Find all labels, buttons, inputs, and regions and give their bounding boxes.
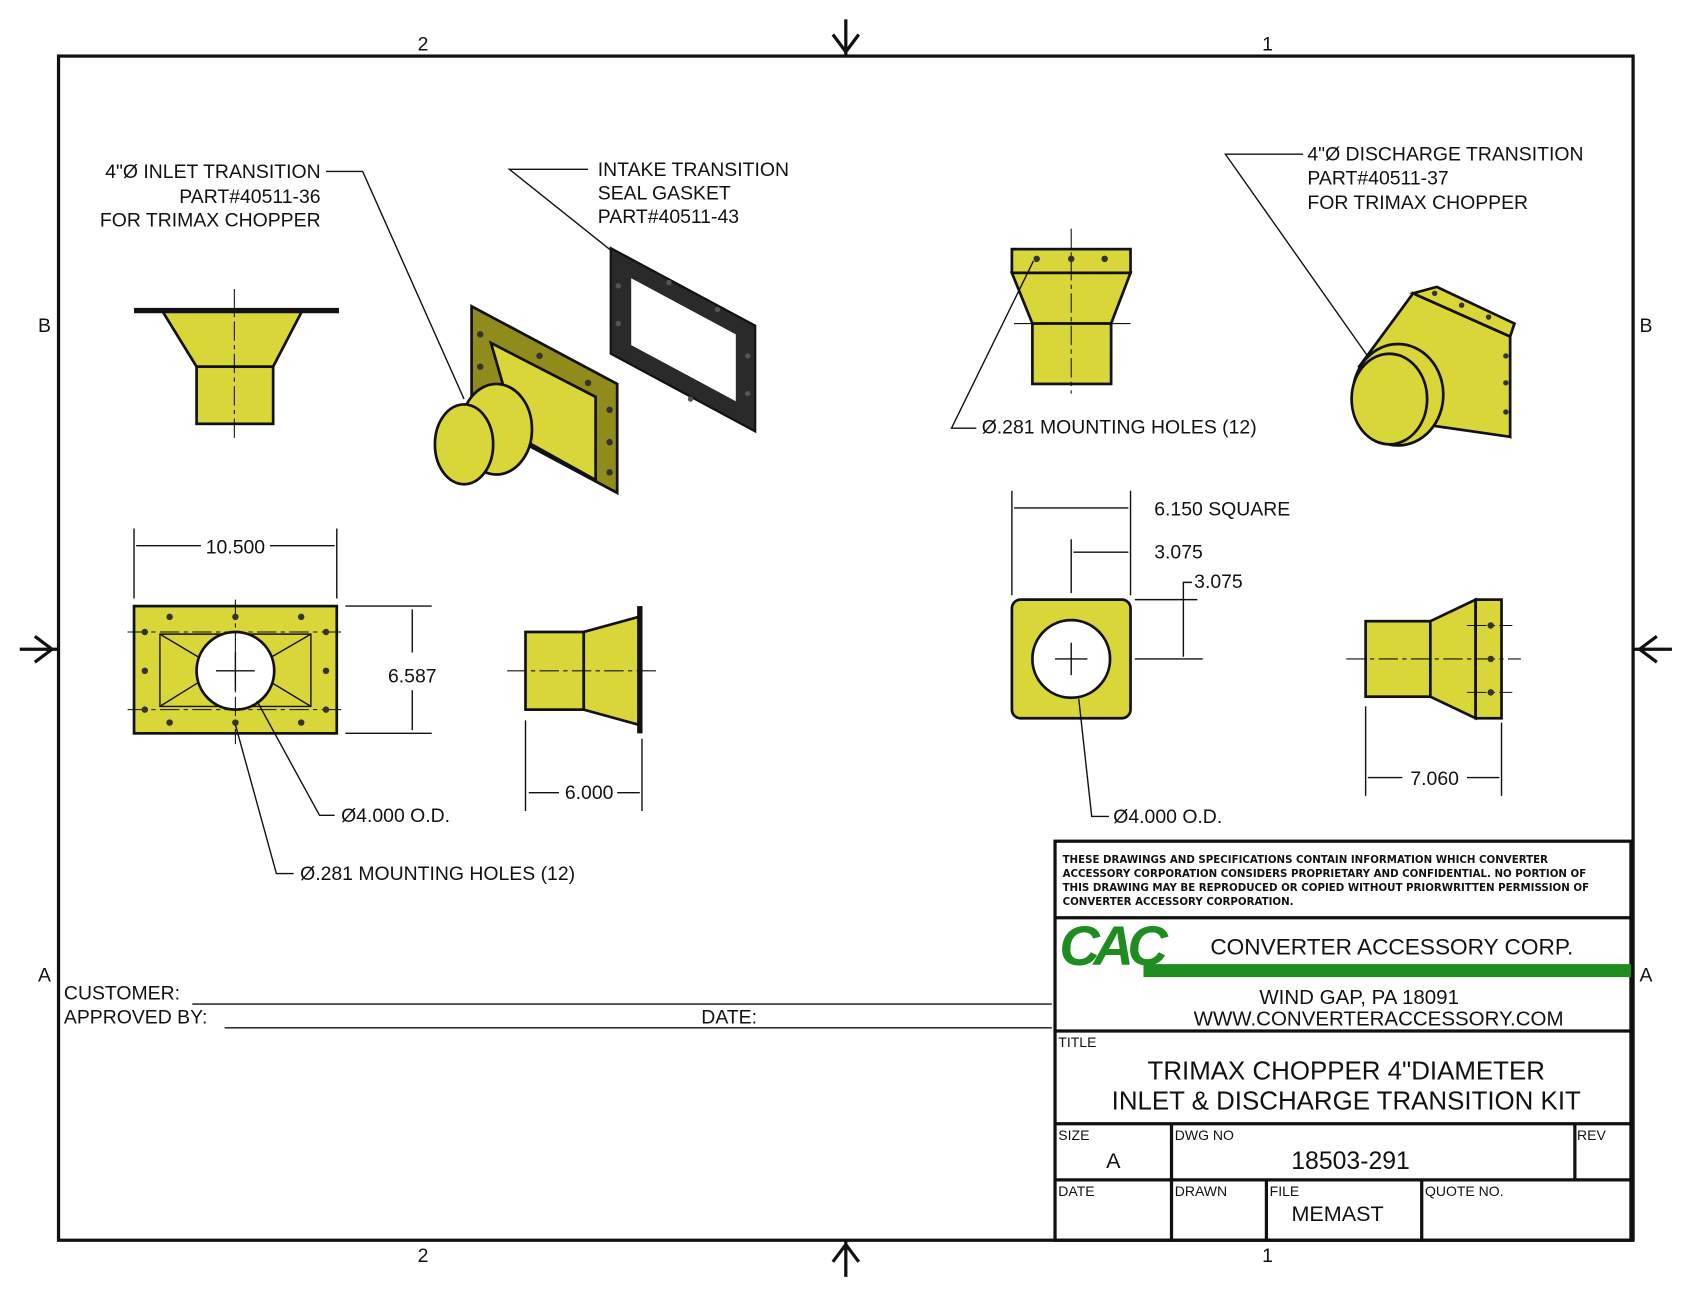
- svg-text:PART#40511-43: PART#40511-43: [598, 206, 739, 228]
- svg-text:DATE: DATE: [1058, 1183, 1094, 1199]
- svg-text:Ø.281 MOUNTING HOLES (12): Ø.281 MOUNTING HOLES (12): [300, 863, 575, 885]
- gasket-callout: INTAKE TRANSITION SEAL GASKET PART#40511…: [507, 159, 789, 251]
- svg-text:PART#40511-37: PART#40511-37: [1307, 167, 1448, 189]
- title-block: THESE DRAWINGS AND SPECIFICATIONS CONTAI…: [1053, 839, 1633, 1242]
- svg-text:6.587: 6.587: [388, 666, 437, 688]
- discharge-square-dimension: 6.150 SQUARE: [1154, 499, 1290, 521]
- svg-text:ACCESSORY CORPORATION CONSIDER: ACCESSORY CORPORATION CONSIDERS PROPRIET…: [1063, 868, 1587, 880]
- discharge-depth-dimension: 7.060: [1410, 768, 1459, 790]
- centering-marks: [19, 19, 1672, 1277]
- svg-text:FILE: FILE: [1270, 1183, 1300, 1199]
- svg-text:10.500: 10.500: [206, 536, 266, 558]
- discharge-front-view: 6.150 SQUARE 3.075 3.075 Ø4.000 O.D.: [1010, 490, 1290, 828]
- svg-text:PART#40511-36: PART#40511-36: [179, 186, 320, 208]
- company-address: WIND GAP, PA 18091: [1259, 986, 1459, 1009]
- inlet-height-dimension: 6.587: [345, 605, 437, 735]
- company-website: WWW.CONVERTERACCESSORY.COM: [1194, 1008, 1564, 1031]
- zone-label: A: [1640, 964, 1653, 986]
- svg-text:FOR TRIMAX CHOPPER: FOR TRIMAX CHOPPER: [100, 209, 321, 231]
- svg-text:SIZE: SIZE: [1058, 1127, 1089, 1143]
- inlet-side-view: [134, 289, 339, 443]
- signoff-area: CUSTOMER: APPROVED BY: DATE:: [64, 983, 1052, 1029]
- inlet-callout: 4"Ø INLET TRANSITION PART#40511-36 FOR T…: [100, 161, 465, 400]
- drawing-title: TRIMAX CHOPPER 4"DIAMETER: [1148, 1058, 1545, 1086]
- inlet-depth-dimension: 6.000: [565, 782, 614, 804]
- inlet-isometric-view: [433, 304, 619, 496]
- discharge-callout: 4"Ø DISCHARGE TRANSITION PART#40511-37 F…: [1224, 144, 1584, 363]
- svg-text:TITLE: TITLE: [1058, 1034, 1096, 1050]
- zone-label: 1: [1262, 1245, 1273, 1267]
- svg-text:CAC: CAC: [1059, 914, 1169, 977]
- drawing-title: INLET & DISCHARGE TRANSITION KIT: [1112, 1088, 1581, 1116]
- zone-label: 2: [418, 1245, 429, 1267]
- company-name: CONVERTER ACCESSORY CORP.: [1210, 934, 1573, 959]
- inlet-holes-callout: Ø.281 MOUNTING HOLES (12): [234, 724, 575, 885]
- svg-text:CONVERTER ACCESSORY CORPORATIO: CONVERTER ACCESSORY CORPORATION.: [1063, 896, 1294, 908]
- zone-label: B: [38, 315, 51, 337]
- svg-text:THESE DRAWINGS AND SPECIFICATI: THESE DRAWINGS AND SPECIFICATIONS CONTAI…: [1063, 854, 1549, 866]
- inlet-front-view: [127, 599, 346, 745]
- svg-text:THIS DRAWING MAY BE REPRODUCED: THIS DRAWING MAY BE REPRODUCED OR COPIED…: [1063, 882, 1589, 894]
- svg-text:Ø4.000 O.D.: Ø4.000 O.D.: [341, 805, 450, 827]
- svg-text:INTAKE TRANSITION: INTAKE TRANSITION: [598, 159, 789, 181]
- svg-text:QUOTE NO.: QUOTE NO.: [1425, 1183, 1504, 1199]
- svg-text:DWG NO: DWG NO: [1175, 1127, 1234, 1143]
- discharge-half-x-dimension: 3.075: [1154, 542, 1203, 564]
- svg-text:REV: REV: [1577, 1127, 1606, 1143]
- zone-label: 2: [418, 34, 429, 56]
- svg-text:4"Ø INLET TRANSITION: 4"Ø INLET TRANSITION: [105, 161, 320, 183]
- svg-text:4"Ø DISCHARGE TRANSITION: 4"Ø DISCHARGE TRANSITION: [1307, 144, 1583, 166]
- discharge-top-view: Ø.281 MOUNTING HOLES (12): [950, 228, 1257, 439]
- cac-logo: CAC: [1059, 914, 1631, 977]
- discharge-od-callout: Ø4.000 O.D.: [1113, 806, 1222, 828]
- svg-text:DRAWN: DRAWN: [1175, 1183, 1227, 1199]
- zone-label: 1: [1262, 34, 1273, 56]
- zone-label: B: [1640, 315, 1653, 337]
- discharge-isometric-view: [1350, 285, 1517, 447]
- svg-text:FOR TRIMAX CHOPPER: FOR TRIMAX CHOPPER: [1307, 192, 1528, 214]
- discharge-profile-view: 7.060: [1346, 597, 1521, 796]
- svg-text:CUSTOMER:: CUSTOMER:: [64, 983, 180, 1005]
- svg-text:DATE:: DATE:: [701, 1006, 757, 1028]
- inlet-width-dimension: 10.500: [133, 528, 338, 599]
- drawing-number: 18503-291: [1291, 1148, 1410, 1175]
- gasket-isometric-view: [609, 246, 757, 434]
- svg-text:APPROVED BY:: APPROVED BY:: [64, 1006, 207, 1028]
- discharge-half-y-dimension: 3.075: [1194, 571, 1243, 593]
- sheet-size: A: [1106, 1148, 1121, 1173]
- zone-label: A: [38, 964, 51, 986]
- file-name: MEMAST: [1291, 1201, 1383, 1226]
- inlet-profile-view: 6.000: [507, 606, 659, 812]
- discharge-holes-callout: Ø.281 MOUNTING HOLES (12): [982, 417, 1257, 439]
- svg-text:SEAL GASKET: SEAL GASKET: [598, 183, 731, 205]
- inlet-od-callout: Ø4.000 O.D.: [256, 700, 450, 827]
